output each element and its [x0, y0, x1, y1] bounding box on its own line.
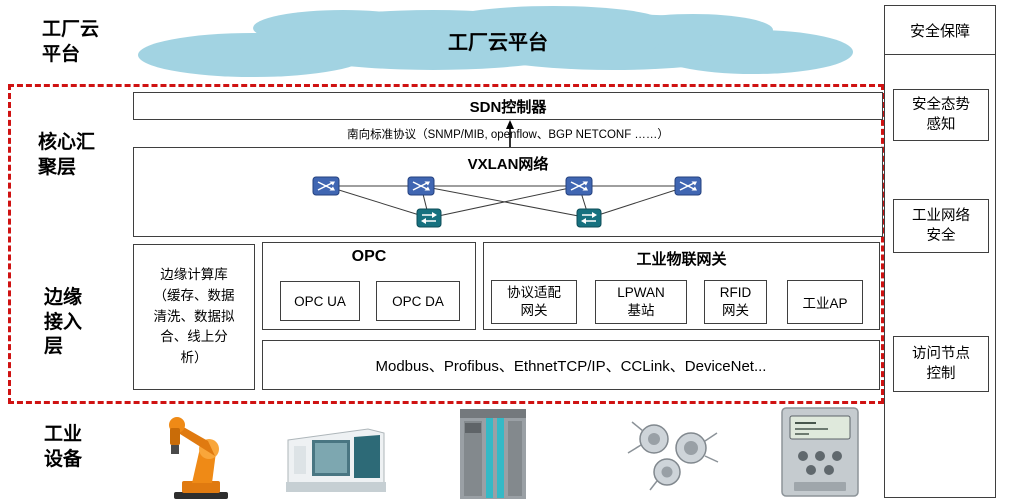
opc-ua-box: OPC UA [280, 281, 360, 321]
industrial-ap-box: 工业AP [787, 280, 863, 324]
security-title: 安全保障 [885, 6, 995, 55]
sdn-controller-box: SDN控制器 [133, 92, 883, 120]
protocol-adapter-gateway-box: 协议适配 网关 [491, 280, 577, 324]
security-item-access-node-control: 访问节点 控制 [893, 336, 989, 392]
vxlan-title: VXLAN网络 [467, 156, 549, 173]
layer-label-factory-cloud: 工厂云 平台 [42, 19, 100, 65]
layers-boundary-dashed-box [8, 84, 884, 404]
opc-box: OPC OPC UA OPC DA [262, 242, 476, 330]
field-meter-image [776, 406, 864, 500]
layer-label-core-aggregation: 核心汇 聚层 [38, 132, 96, 178]
rfid-gateway-box: RFID 网关 [704, 280, 767, 324]
security-column: 安全保障 安全态势 感知 工业网络 安全 访问节点 控制 [884, 5, 996, 498]
factory-cloud-title: 工厂云平台 [448, 32, 548, 54]
lpwan-base-station-box: LPWAN 基站 [595, 280, 687, 324]
iot-gateway-box: 工业物联网关 协议适配 网关 LPWAN 基站 RFID 网关 工业AP [483, 242, 880, 330]
factory-cloud-graphic: 工厂云平台 [133, 0, 863, 86]
cnc-machine-image [280, 424, 394, 498]
southbound-protocol-label: 南向标准协议（SNMP/MIB, openflow、BGP NETCONF ……… [347, 129, 669, 141]
security-item-network-security: 工业网络 安全 [893, 199, 989, 253]
layer-label-edge-access: 边缘 接入 层 [44, 287, 83, 358]
vxlan-to-sdn-arrow [504, 120, 516, 148]
plc-controller-image [452, 407, 534, 501]
opc-da-box: OPC DA [376, 281, 460, 321]
edge-compute-box: 边缘计算库 （缓存、数据 清洗、数据拟 合、线上分 析） [133, 244, 255, 390]
security-item-situation-awareness: 安全态势 感知 [893, 89, 989, 141]
vxlan-topology-graphic [312, 176, 702, 228]
iot-gateway-title: 工业物联网关 [636, 251, 727, 268]
industrial-sensors-image [620, 418, 724, 492]
layer-label-industrial-equipment: 工业 设备 [44, 424, 83, 470]
opc-title: OPC [351, 248, 387, 265]
cloud-shape [138, 6, 853, 77]
industrial-robot-image [158, 402, 242, 500]
vxlan-network-box: VXLAN网络 [133, 147, 883, 237]
fieldbus-protocols-box: Modbus、Profibus、EthnetTCP/IP、CCLink、Devi… [262, 340, 880, 390]
